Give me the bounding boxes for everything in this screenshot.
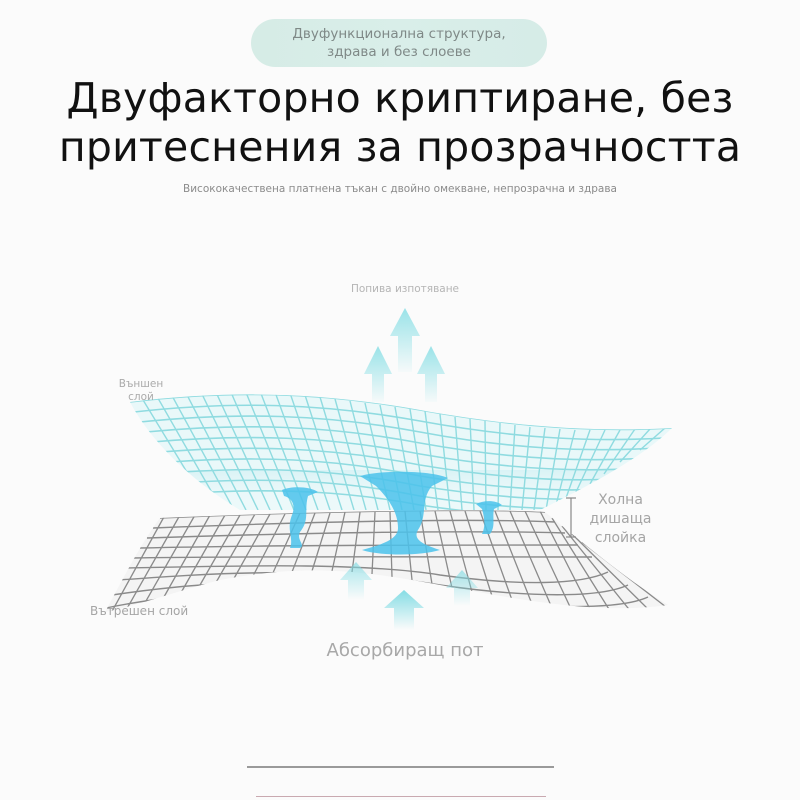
middle-layer-label-line-2: дишаща (589, 511, 652, 527)
subtitle: Висококачествена платнена тъкан с двойно… (183, 183, 617, 195)
middle-layer-label: Холна дишаща слойка (588, 491, 653, 548)
sweat-absorption-label: Попива изпотяване (350, 283, 460, 295)
divider (256, 796, 546, 797)
divider (247, 766, 554, 768)
outer-layer-label-line-1: Външен (118, 378, 164, 390)
absorbing-sweat-label: Абсорбиращ пот (326, 640, 484, 661)
outer-layer-label-line-2: слой (128, 391, 154, 403)
arrow-up-icon (340, 562, 478, 606)
arrow-up-icon (417, 346, 445, 402)
page-title: Двуфакторно криптиране, без притеснения … (0, 74, 800, 172)
moisture-channels (282, 471, 502, 555)
feature-badge: Двуфункционална структура, здрава и без … (251, 19, 547, 67)
badge-line-2: здрава и без слоеве (327, 44, 471, 60)
outer-layer-label: Външен слой (106, 378, 176, 404)
arrow-up-icon (364, 346, 392, 402)
middle-layer-label-line-3: слойка (594, 530, 647, 546)
inner-layer-label: Вътрешен слой (90, 604, 189, 618)
title-line-1: Двуфакторно криптиране, без (66, 74, 734, 122)
arrow-up-icon (384, 590, 424, 630)
badge-line-1: Двуфункционална структура, (292, 26, 506, 42)
title-line-2: притеснения за прозрачността (58, 123, 742, 171)
bracket-icon (566, 497, 576, 538)
arrow-up-icon (390, 308, 420, 372)
middle-layer-label-line-1: Холна (598, 492, 643, 508)
